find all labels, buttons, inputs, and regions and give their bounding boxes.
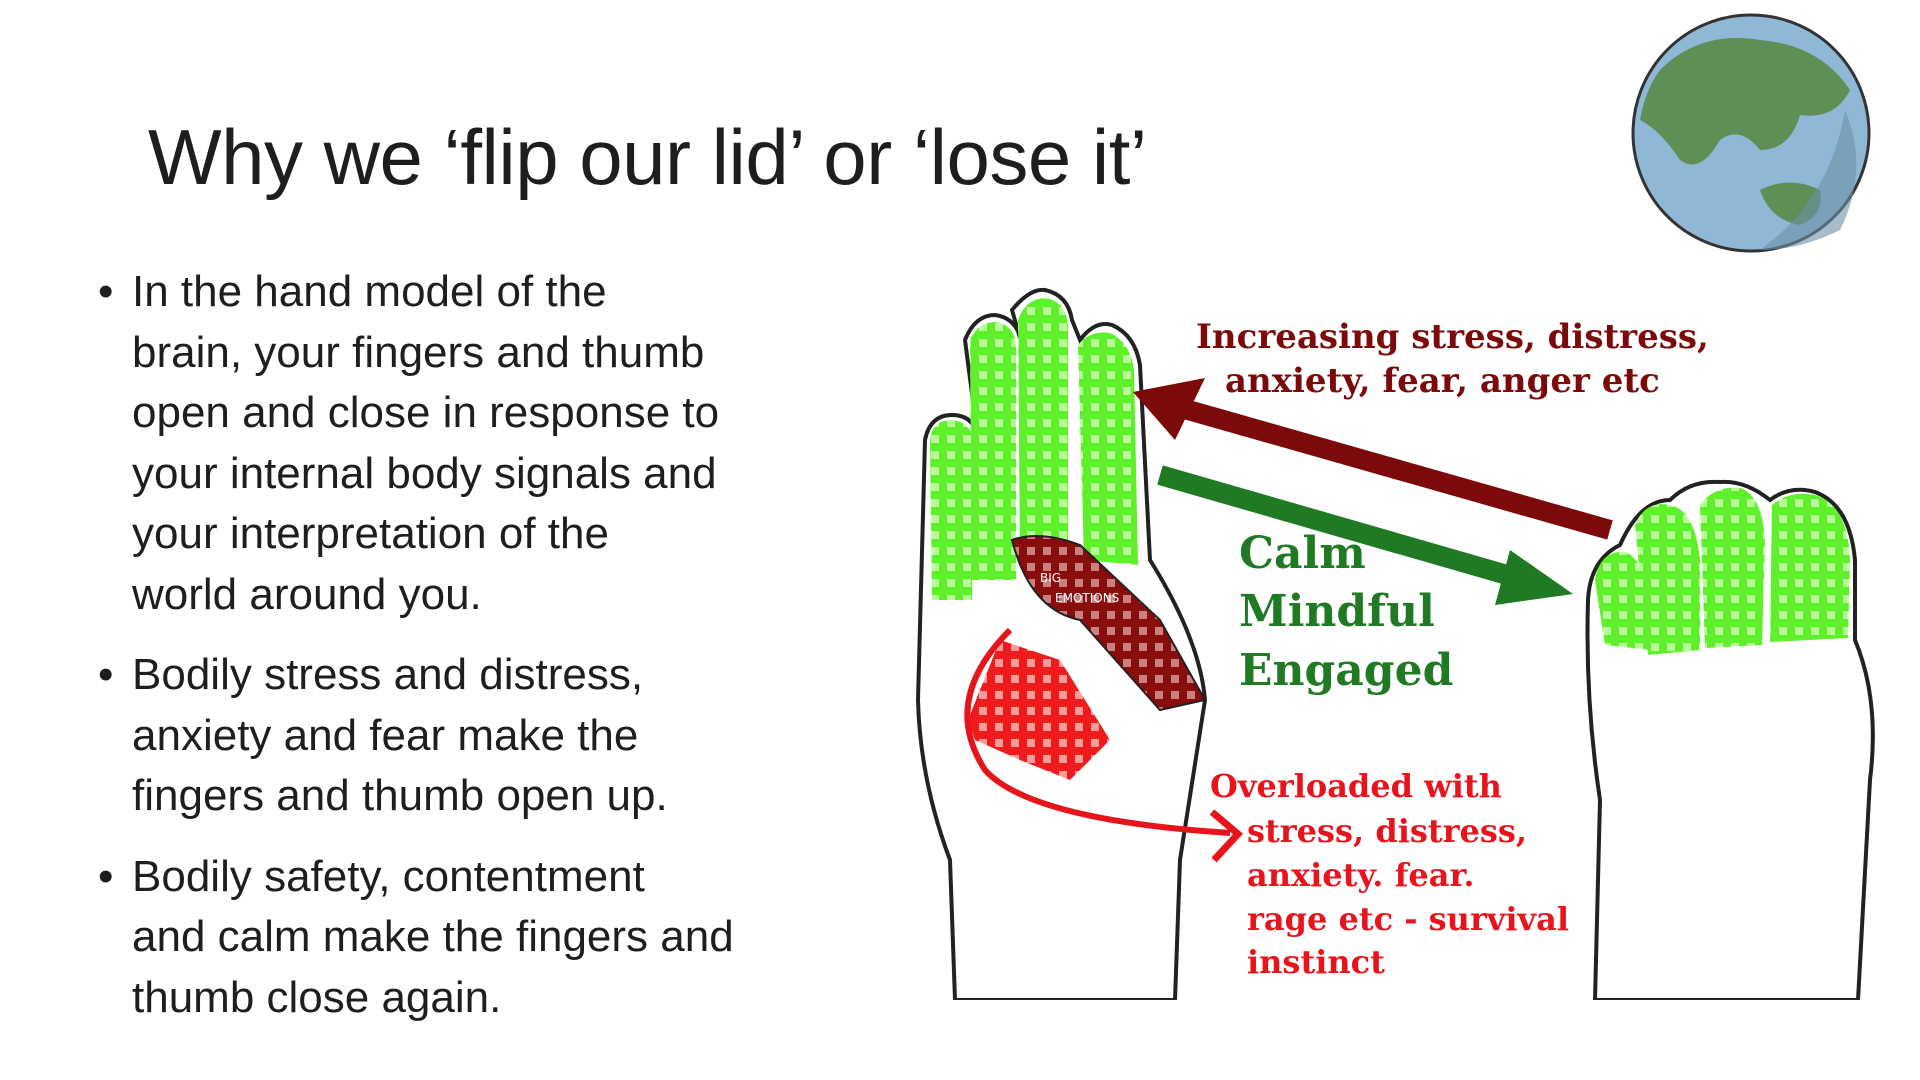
stress-label: anxiety, fear, anger etc (1225, 361, 1660, 401)
bullet-line: your internal body signals and (132, 448, 717, 498)
overload-label: stress, distress, (1247, 812, 1527, 850)
globe-icon (1631, 13, 1871, 253)
thumb-label: BIG (1040, 571, 1061, 585)
closed-fist-drawing (1585, 479, 1875, 1000)
bullet-line: brain, your fingers and thumb (132, 327, 705, 377)
bullet-item: • In the hand model of the brain, your f… (98, 262, 858, 625)
bullet-line: open and close in response to (132, 388, 720, 437)
overload-label: Overloaded with (1210, 767, 1502, 805)
bullet-item: • Bodily safety, contentment and calm ma… (98, 847, 858, 1029)
bullet-line: and calm make the fingers and (132, 912, 734, 961)
calm-label: Calm (1239, 528, 1366, 579)
bullet-line: thumb close again. (132, 972, 502, 1022)
slide-title: Why we ‘flip our lid’ or ‘lose it’ (148, 113, 1147, 201)
bullet-line: your interpretation of the (132, 509, 609, 558)
bullet-glyph: • (98, 267, 114, 316)
bullet-list: • In the hand model of the brain, your f… (98, 262, 858, 1048)
bullet-line: Bodily safety, contentment (132, 851, 645, 901)
bullet-line: fingers and thumb open up. (132, 771, 668, 820)
bullet-line: world around you. (132, 569, 482, 619)
stress-arrow (1133, 378, 1613, 540)
thumb-label: EMOTIONS (1055, 591, 1119, 605)
bullet-glyph: • (98, 851, 114, 901)
calm-label: Engaged (1239, 645, 1453, 696)
bullet-line: In the hand model of the (132, 267, 607, 316)
calm-arrow (1157, 465, 1573, 605)
bullet-item: • Bodily stress and distress, anxiety an… (98, 645, 858, 827)
bullet-line: Bodily stress and distress, (132, 650, 644, 699)
overload-label: instinct (1247, 943, 1385, 981)
stress-label: Increasing stress, distress, (1196, 317, 1709, 357)
bullet-glyph: • (98, 650, 114, 699)
bullet-line: anxiety and fear make the (132, 710, 639, 760)
calm-label: Mindful (1239, 586, 1435, 637)
open-hand-drawing: BIG EMOTIONS (915, 287, 1244, 1000)
overload-label: anxiety. fear. (1247, 856, 1475, 894)
overload-label: rage etc - survival (1247, 900, 1569, 938)
